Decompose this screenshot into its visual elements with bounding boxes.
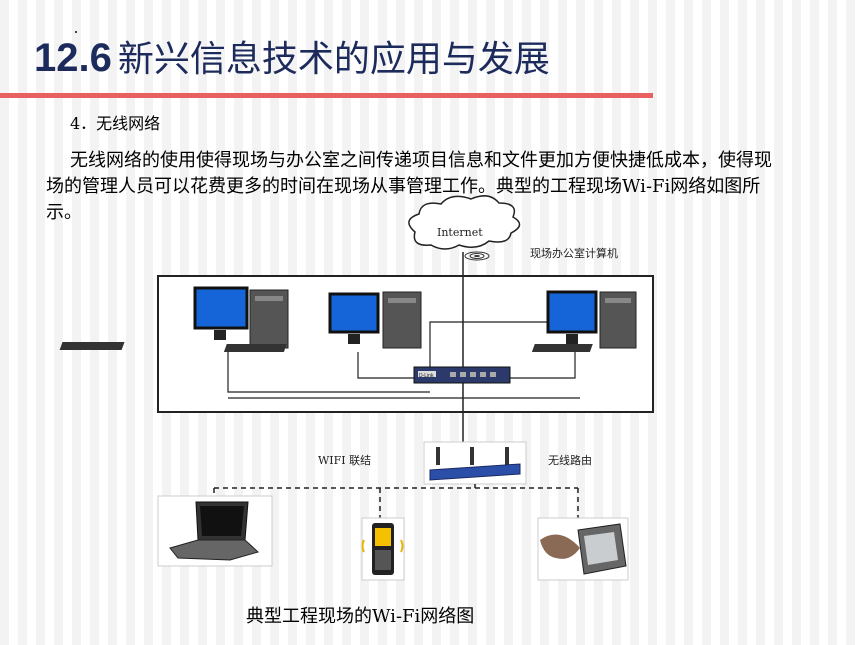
section-heading: 4．无线网络 — [70, 114, 161, 133]
pda-device-icon — [540, 523, 627, 575]
desktop-computer-icon — [223, 291, 422, 352]
laptop-icon — [169, 501, 259, 561]
office-computers-label: 现场办公室计算机 — [530, 246, 618, 260]
title-text: 新兴信息技术的应用与发展 — [117, 39, 550, 80]
figure-caption: 典型工程现场的Wi-Fi网络图 — [246, 606, 475, 627]
desktop-computer-icon — [59, 286, 289, 350]
internet-cloud-icon — [408, 195, 521, 250]
switch-brand-label: D-Link — [419, 373, 434, 379]
wifi-link-label: WIFI 联结 — [318, 454, 371, 467]
body-paragraph: 无线网络的使用使得现场与办公室之间传递项目信息和文件更加方便快捷低成本，使得现场… — [46, 150, 772, 223]
title-number: 12.6 — [34, 36, 112, 80]
office-wiring — [227, 321, 580, 399]
mobile-phone-icon — [361, 523, 404, 575]
wireless-router-label: 无线路由 — [548, 453, 592, 467]
page-title: 12.6 新兴信息技术的应用与发展 — [34, 30, 550, 86]
network-switch-icon — [413, 366, 511, 384]
wireless-router-icon — [429, 447, 521, 481]
title-underline — [0, 93, 653, 98]
decorative-dot — [75, 31, 77, 33]
desktop-computer-icon — [531, 290, 637, 352]
antenna-swirl-icon — [464, 251, 490, 261]
wifi-links — [213, 484, 579, 520]
internet-label: Internet — [437, 226, 483, 239]
